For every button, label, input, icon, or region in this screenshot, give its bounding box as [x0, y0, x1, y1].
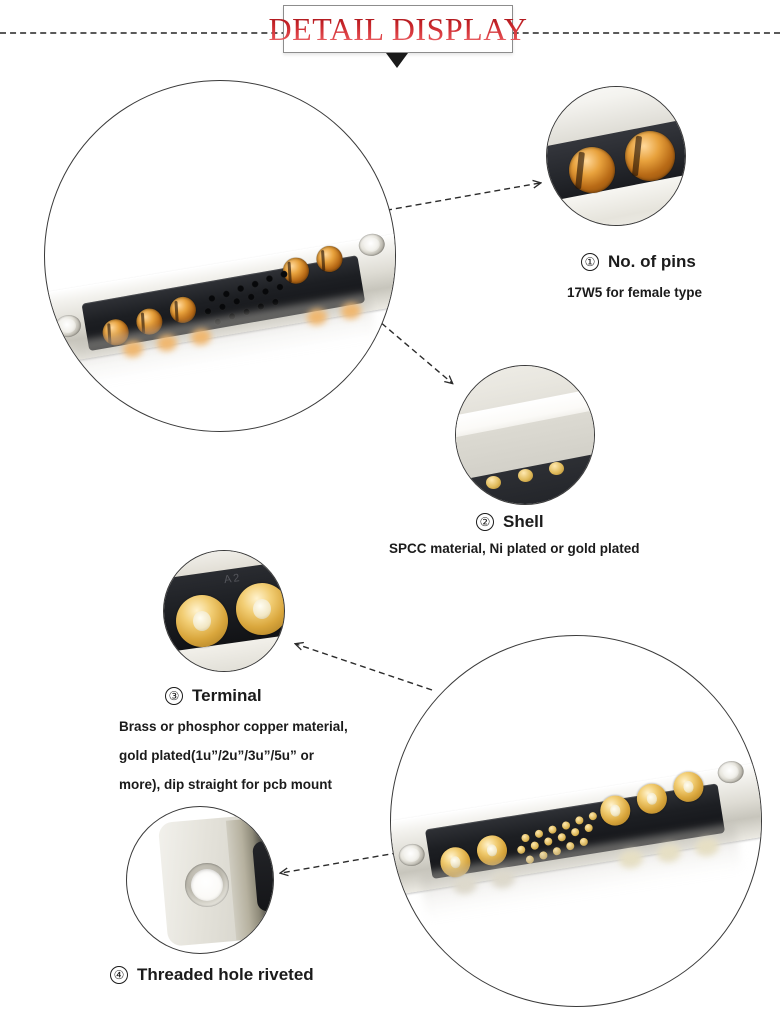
page-header: DETAIL DISPLAY: [0, 0, 780, 70]
leader-to-threaded-hole: [281, 850, 409, 873]
leader-to-terminal: [296, 644, 433, 691]
callout-shell-desc: SPCC material, Ni plated or gold plated: [389, 541, 640, 556]
page-title-box: DETAIL DISPLAY: [269, 5, 527, 53]
callout-threaded-hole: ④ Threaded hole riveted: [110, 965, 314, 985]
callout-label: Terminal: [192, 686, 262, 705]
triangle-down-icon: [386, 53, 408, 68]
callout-number: ①: [581, 253, 599, 271]
callout-label: Shell: [503, 512, 544, 531]
callout-terminal-title: ③ Terminal: [165, 686, 262, 706]
callout-threaded-hole-title: ④ Threaded hole riveted: [110, 965, 314, 985]
callout-pins: ① No. of pins: [581, 252, 696, 272]
power-contact: [569, 147, 615, 193]
male-product-circle: [390, 635, 762, 1007]
terminal-detail-circle: A2: [163, 550, 285, 672]
callout-terminal: ③ Terminal: [165, 686, 262, 706]
callout-shell: ② Shell: [476, 512, 544, 532]
callout-number: ②: [476, 513, 494, 531]
callout-terminal-desc: Brass or phosphor copper material, gold …: [119, 712, 348, 799]
callout-desc-line: gold plated(1u”/2u”/3u”/5u” or: [119, 748, 315, 763]
callout-label: Threaded hole riveted: [137, 965, 314, 984]
threaded-hole-detail-circle: [126, 806, 274, 954]
pins-detail-circle: [546, 86, 686, 226]
callout-desc-line: more), dip straight for pcb mount: [119, 777, 332, 792]
signal-pin: [549, 462, 564, 475]
terminal-pin: [236, 583, 284, 635]
main-product-circle: [44, 80, 396, 432]
signal-pin: [518, 469, 533, 482]
terminal-marking: A2: [223, 571, 243, 587]
callout-desc-line: 17W5 for female type: [567, 285, 703, 300]
power-contact: [625, 131, 675, 181]
callout-pins-desc: 17W5 for female type: [567, 285, 702, 300]
threaded-hole-bore: [191, 869, 223, 901]
callout-desc-line: SPCC material, Ni plated or gold plated: [389, 541, 640, 556]
page-title: DETAIL DISPLAY: [268, 11, 528, 47]
callout-pins-title: ① No. of pins: [581, 252, 696, 272]
callout-number: ④: [110, 966, 128, 984]
signal-pin: [486, 476, 501, 489]
callout-label: No. of pins: [608, 252, 696, 271]
terminal-pin: [176, 595, 228, 647]
callout-desc-line: Brass or phosphor copper material,: [119, 719, 348, 734]
callout-number: ③: [165, 687, 183, 705]
callout-shell-title: ② Shell: [476, 512, 544, 532]
shell-detail-circle: [455, 365, 595, 505]
